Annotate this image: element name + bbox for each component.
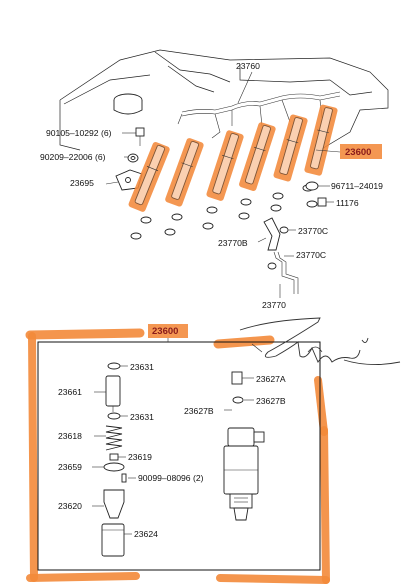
label-90099: 90099–08096 (2) — [138, 473, 204, 483]
label-23770: 23770 — [262, 300, 286, 310]
return-hose-assembly — [263, 217, 299, 294]
label-23695: 23695 — [70, 178, 94, 188]
detail-box — [37, 341, 321, 571]
engine-head-outline — [59, 49, 389, 151]
label-23600-detail: 23600 — [152, 326, 178, 337]
label-23600-detail-highlight — [148, 324, 188, 338]
label-23631-a: 23631 — [130, 362, 154, 372]
left-hardware — [105, 127, 145, 191]
label-23661: 23661 — [58, 387, 82, 397]
label-23770B: 23770B — [218, 238, 248, 248]
label-90209: 90209–22006 (6) — [40, 152, 106, 162]
label-23619: 23619 — [128, 452, 152, 462]
label-23600-top: 23600 — [345, 147, 371, 158]
handwritten-signature — [239, 317, 401, 365]
label-23624: 23624 — [134, 529, 158, 539]
nozzle-parts-left — [92, 362, 136, 557]
seal-washers — [130, 184, 318, 240]
label-23600-highlight — [340, 144, 382, 159]
label-23659: 23659 — [58, 462, 82, 472]
label-96711: 96711–24019 — [331, 181, 383, 191]
label-11176: 11176 — [336, 198, 359, 208]
label-23760: 23760 — [236, 61, 260, 71]
label-23620: 23620 — [58, 501, 82, 511]
label-90105: 90105–10292 (6) — [46, 128, 112, 138]
seal-96711 — [305, 181, 319, 191]
gasket-11176 — [317, 197, 327, 207]
injector-body — [223, 371, 265, 521]
label-23770C-upper: 23770C — [298, 226, 328, 236]
label-23770C-lower: 23770C — [296, 250, 326, 260]
label-23627B-right: 23627B — [256, 396, 286, 406]
label-23618: 23618 — [58, 431, 82, 441]
injector-row — [128, 104, 338, 212]
detail-box-highlight — [25, 328, 330, 584]
label-23627A: 23627A — [256, 374, 286, 384]
label-23631-b: 23631 — [130, 412, 154, 422]
label-23627B-left: 23627B — [184, 406, 214, 416]
